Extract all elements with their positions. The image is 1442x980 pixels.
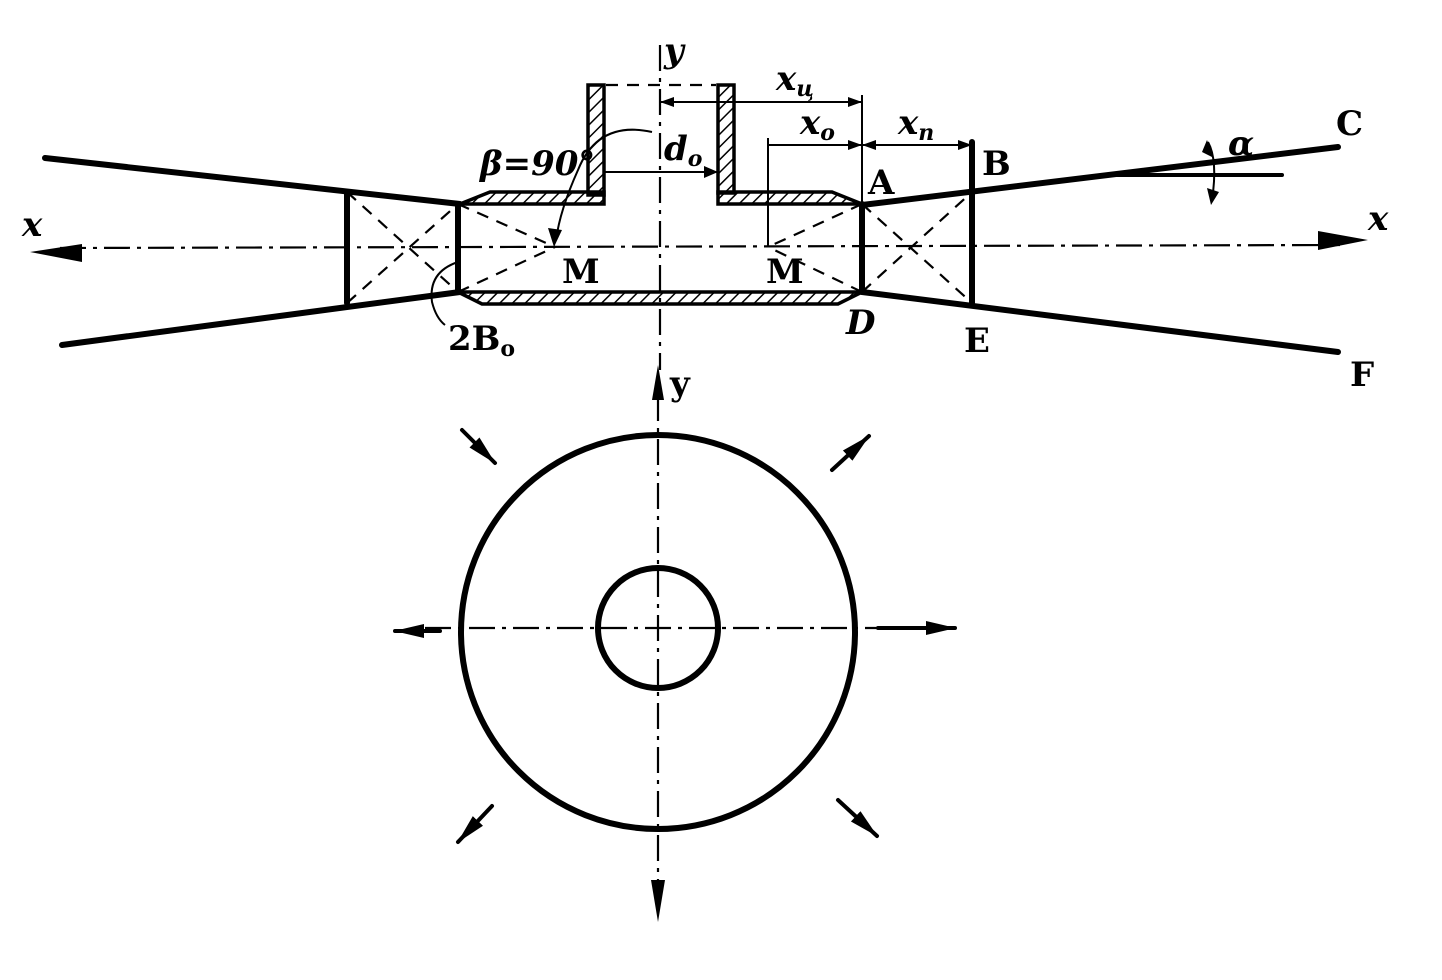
point-m-right-label: M xyxy=(766,252,804,292)
point-e-label: E xyxy=(964,321,990,361)
stream-line-upper-left xyxy=(42,155,463,207)
xp-main-text: x xyxy=(897,103,919,143)
axis-label-x-right: x xyxy=(1367,199,1389,239)
xo-label: xo xyxy=(799,103,835,146)
axis-arrow-left-icon xyxy=(30,244,82,262)
b-leader-line xyxy=(430,261,459,326)
axis-label-y-plan: y xyxy=(669,364,691,404)
xp-label: xп xyxy=(897,103,934,146)
xc-arrow-left-icon xyxy=(660,97,674,107)
b-label: 2Bo xyxy=(448,319,515,362)
d-dim-arrow-icon xyxy=(704,166,718,178)
xc-label: xц xyxy=(775,59,814,102)
nozzle-wall-right-horizontal xyxy=(716,190,863,206)
point-f-label: F xyxy=(1350,355,1374,395)
alpha-arrow-top-icon xyxy=(1202,140,1214,158)
xc-sub-text: ц xyxy=(796,76,814,102)
alpha-arrow-bottom-icon xyxy=(1207,188,1219,205)
radial-arrow-lower-left xyxy=(456,804,494,844)
point-m-left-label: M xyxy=(562,252,600,292)
plan-axis-arrow-up-icon xyxy=(652,365,664,400)
inner-pipe-circle xyxy=(595,565,721,691)
point-a-label: A xyxy=(867,163,895,203)
jet-dash-left-1 xyxy=(346,191,459,293)
jet-dash-right-3 xyxy=(767,202,863,249)
radial-arrow-upper-left xyxy=(460,428,497,465)
xo-main-text: x xyxy=(799,103,821,143)
axis-label-x-left: x xyxy=(21,205,43,245)
xc-main-text: x xyxy=(775,59,797,99)
jet-dash-right-2 xyxy=(861,191,973,293)
stream-line-lower-left xyxy=(59,289,463,348)
beta-leader-line xyxy=(555,128,653,241)
stream-line-d-f xyxy=(859,289,1341,355)
d-label: do xyxy=(664,129,702,172)
xp-arrow-right-icon xyxy=(958,140,972,150)
jet-dash-right-1 xyxy=(861,203,973,304)
point-c-label: C xyxy=(1336,104,1363,144)
beta-leader-arrow-icon xyxy=(548,228,562,247)
b-main-text: B xyxy=(472,319,501,359)
axis-label-y-top: y xyxy=(663,31,686,71)
jet-dash-left-3 xyxy=(457,202,556,249)
outer-ring-circle xyxy=(458,432,858,832)
side-view: x x y β=90° do xц xo xп α A B C D E F M … xyxy=(21,31,1389,395)
point-d-label: D xyxy=(845,303,876,343)
xp-sub-text: п xyxy=(918,120,934,146)
plan-axis-arrow-down-icon xyxy=(651,880,665,922)
plan-view: y xyxy=(393,364,957,922)
nozzle-wall-left-horizontal xyxy=(459,190,606,206)
b-sub-text: o xyxy=(500,336,515,362)
xo-arrow-right-icon xyxy=(848,140,862,150)
xp-arrow-left-icon xyxy=(862,140,876,150)
horizontal-axis-line xyxy=(59,243,1341,250)
d-main-text: d xyxy=(664,129,688,169)
jet-dash-right-4 xyxy=(767,246,863,293)
xc-arrow-right-icon xyxy=(848,97,862,107)
jet-dash-right-5 xyxy=(861,190,973,206)
b-coef-text: 2 xyxy=(448,319,472,359)
radial-arrow-upper-right xyxy=(830,434,871,472)
d-sub-text: o xyxy=(688,146,703,172)
xo-sub-text: o xyxy=(820,120,835,146)
radial-arrow-lower-right xyxy=(836,798,879,838)
nozzle-wall-bottom xyxy=(457,290,863,306)
beta-angle-label: β=90° xyxy=(478,144,595,184)
stream-line-a-c xyxy=(859,144,1341,208)
jet-dash-left-2 xyxy=(346,203,459,304)
alpha-label: α xyxy=(1228,124,1254,164)
point-b-label: B xyxy=(982,144,1011,184)
jet-dash-left-4 xyxy=(457,246,556,293)
axis-arrow-right-icon xyxy=(1318,231,1368,250)
